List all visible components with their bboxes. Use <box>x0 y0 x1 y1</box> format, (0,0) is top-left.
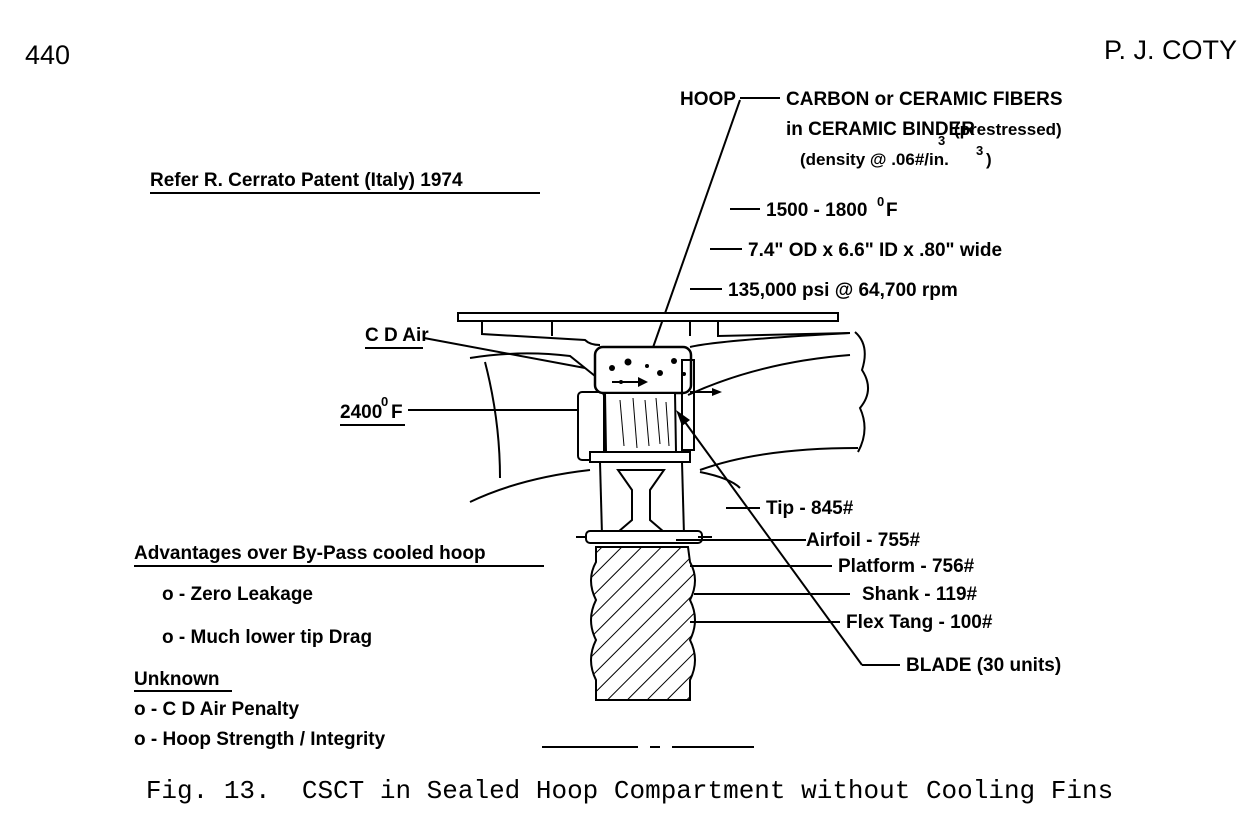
hoop-material-line2-subscript: 3 <box>938 133 945 148</box>
hoop-density-superscript: 3 <box>976 143 983 158</box>
weight-airfoil: Airfoil - 755# <box>806 530 920 551</box>
hoop-material-line1: CARBON or CERAMIC FIBERS <box>786 89 1063 110</box>
unknown-item: o - Hoop Strength / Integrity <box>134 729 386 750</box>
unknown-item: o - C D Air Penalty <box>134 699 299 720</box>
hoop-material-line2: in CERAMIC BINDER <box>786 119 975 140</box>
gas-temperature-superscript: 0 <box>381 394 388 409</box>
hoop-label: HOOP <box>680 89 736 110</box>
cd-air-label: C D Air <box>365 325 429 346</box>
hoop-density-close: ) <box>986 150 992 169</box>
unknown-title: Unknown <box>134 669 220 690</box>
gas-temperature-unit: F <box>391 402 403 423</box>
advantage-item: o - Much lower tip Drag <box>162 627 372 648</box>
page-number: 440 <box>25 40 71 70</box>
figure-caption: Fig. 13. CSCT in Sealed Hoop Compartment… <box>145 776 1114 806</box>
advantages-title: Advantages over By-Pass cooled hoop <box>134 543 486 564</box>
hoop-prestressed: (prestressed) <box>954 120 1062 139</box>
hoop-density: (density @ .06#/in. <box>800 150 949 169</box>
hoop-temperature-superscript: 0 <box>877 194 884 209</box>
hoop-temperature-unit: F <box>886 200 898 221</box>
running-header-author: P. J. COTY <box>1103 35 1237 65</box>
weight-tip: Tip - 845# <box>766 498 854 519</box>
hoop-temperature-range: 1500 - 1800 <box>766 200 867 221</box>
patent-reference: Refer R. Cerrato Patent (Italy) 1974 <box>150 170 463 191</box>
advantage-item: o - Zero Leakage <box>162 584 313 605</box>
weight-shank: Shank - 119# <box>862 584 978 605</box>
gas-temperature-value: 2400 <box>340 402 382 423</box>
weight-platform: Platform - 756# <box>838 556 975 577</box>
blade-label: BLADE (30 units) <box>906 655 1061 676</box>
hoop-dimensions: 7.4" OD x 6.6" ID x .80" wide <box>748 240 1002 261</box>
hoop-stress: 135,000 psi @ 64,700 rpm <box>728 280 958 301</box>
weight-flex-tang: Flex Tang - 100# <box>846 612 993 633</box>
